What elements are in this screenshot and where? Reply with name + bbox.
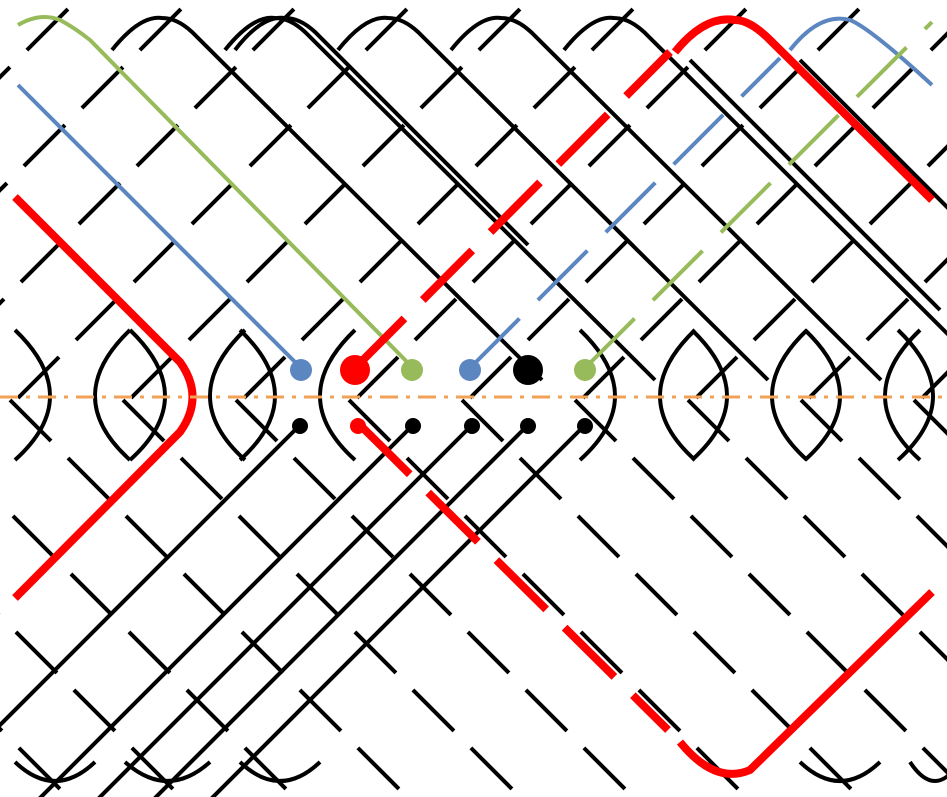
crossing-segment bbox=[0, 0, 193, 193]
crossing-segment bbox=[0, 0, 80, 80]
top-endpoint-dot bbox=[340, 355, 370, 385]
top-endpoint-dot bbox=[459, 359, 481, 381]
blue-strand bbox=[788, 16, 934, 87]
red-strand bbox=[352, 49, 673, 371]
black-strand bbox=[97, 423, 474, 797]
top-endpoint-dot bbox=[574, 359, 596, 381]
black-strand bbox=[336, 15, 770, 382]
blue-strand bbox=[468, 56, 782, 370]
bottom-endpoint-dot bbox=[520, 418, 536, 434]
black-strand bbox=[38, 423, 415, 797]
black-strand bbox=[210, 423, 587, 797]
red-strand bbox=[671, 15, 935, 203]
top-endpoint-dot bbox=[401, 359, 423, 381]
red-strand bbox=[357, 422, 671, 733]
black-strand bbox=[798, 58, 947, 210]
black-strand bbox=[562, 15, 947, 337]
top-endpoint-dot bbox=[513, 355, 543, 385]
crossing-segment bbox=[242, 0, 645, 400]
bottom-endpoint-dot bbox=[405, 418, 421, 434]
crossing-segment bbox=[799, 398, 947, 549]
black-strand bbox=[908, 760, 947, 783]
crossing-segment bbox=[807, 257, 947, 400]
black-strand bbox=[238, 760, 322, 783]
black-strand bbox=[233, 15, 530, 247]
crossing-segment bbox=[355, 0, 758, 400]
black-strand bbox=[896, 328, 935, 462]
crossing-segment bbox=[121, 398, 523, 797]
black-strand bbox=[153, 423, 530, 797]
crossing-segment bbox=[0, 500, 297, 797]
black-strand bbox=[0, 423, 302, 728]
colored-strands bbox=[12, 14, 935, 778]
crossing-segment bbox=[573, 398, 947, 775]
black-strand bbox=[110, 15, 544, 382]
crossing-segment bbox=[129, 0, 532, 400]
black-strand bbox=[318, 328, 357, 462]
black-strand bbox=[798, 760, 882, 783]
black-strand bbox=[770, 328, 809, 462]
red-strand bbox=[676, 589, 935, 778]
blue-strand bbox=[16, 83, 302, 369]
black-strand bbox=[123, 760, 212, 783]
green-strand bbox=[583, 20, 934, 370]
bottom-endpoint-dot bbox=[464, 418, 480, 434]
black-strand bbox=[658, 328, 697, 462]
crossing-segment bbox=[16, 0, 419, 400]
crossing-segment bbox=[234, 398, 636, 797]
top-endpoint-dot bbox=[290, 359, 312, 381]
crossing-segment bbox=[694, 144, 947, 400]
crossing-segment bbox=[581, 31, 947, 400]
crossing-segment bbox=[347, 398, 749, 797]
green-strand bbox=[16, 14, 414, 369]
crossing-segment bbox=[468, 0, 871, 400]
bottom-endpoint-dot bbox=[292, 418, 308, 434]
crossing-segment bbox=[8, 398, 410, 797]
crossing-segment bbox=[460, 398, 862, 797]
crossing-segment bbox=[0, 0, 306, 306]
bottom-endpoint-dot bbox=[350, 418, 366, 434]
black-strand bbox=[93, 328, 132, 462]
crossing-segment bbox=[0, 726, 71, 797]
black-strand bbox=[208, 328, 247, 462]
black-strand bbox=[449, 15, 883, 382]
black-strand bbox=[223, 15, 657, 382]
crossing-segment bbox=[686, 398, 947, 662]
bottom-endpoint-dot bbox=[577, 418, 593, 434]
black-strand bbox=[688, 58, 942, 312]
endpoint-dots bbox=[290, 355, 596, 434]
black-strand bbox=[13, 760, 97, 783]
